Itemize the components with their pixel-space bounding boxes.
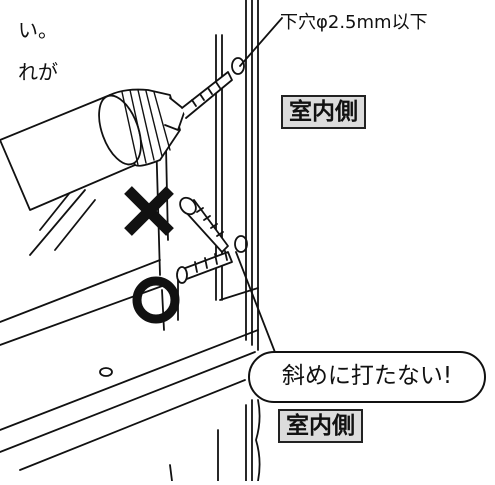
warning-callout: 斜めに打たない! <box>248 351 486 403</box>
drill-icon <box>0 71 233 211</box>
pilot-hole <box>231 57 245 75</box>
screw-icon <box>176 250 233 284</box>
leader-line <box>239 17 283 67</box>
text-fragment: い。 <box>18 18 58 42</box>
circle-mark <box>132 276 180 324</box>
text-fragment: れが <box>18 60 58 84</box>
screw-hole <box>234 235 248 253</box>
screw-icon <box>179 196 229 253</box>
indoor-side-label: 室内側 <box>278 409 363 443</box>
indoor-side-label: 室内側 <box>281 95 366 129</box>
cross-mark <box>124 186 174 236</box>
callout-pointer <box>235 251 279 361</box>
pilot-hole-note: 下穴φ2.5mm以下 <box>280 12 428 33</box>
